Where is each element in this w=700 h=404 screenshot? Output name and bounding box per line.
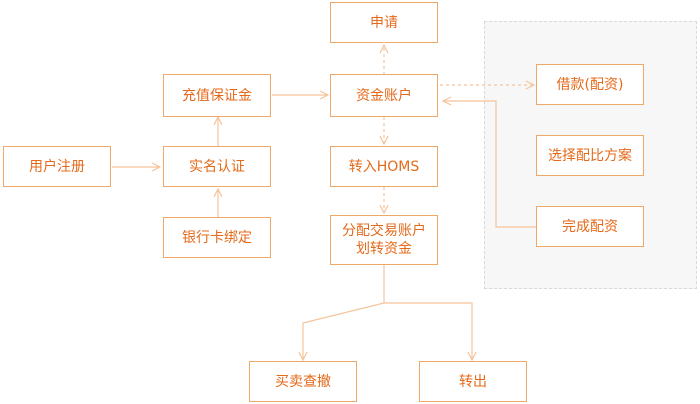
- node-transfer-homs: 转入HOMS: [330, 146, 438, 187]
- node-fund-account: 资金账户: [330, 74, 438, 117]
- arrow-allocate-to-trade: [303, 302, 385, 360]
- node-borrow: 借款(配资): [536, 64, 644, 105]
- node-real-name: 实名认证: [163, 146, 271, 187]
- node-bind-card: 银行卡绑定: [163, 217, 271, 258]
- node-user-register: 用户注册: [3, 146, 111, 187]
- node-deposit-margin: 充值保证金: [163, 74, 271, 117]
- arrow-complete-to-account: [443, 101, 536, 228]
- arrow-allocate-to-transferout: [384, 302, 472, 360]
- node-apply: 申请: [330, 2, 438, 43]
- node-transfer-out: 转出: [419, 361, 527, 402]
- node-allocate: 分配交易账户 划转资金: [330, 215, 438, 265]
- node-complete: 完成配资: [536, 206, 644, 247]
- node-choose-plan: 选择配比方案: [536, 135, 644, 176]
- node-trade: 买卖查撤: [249, 361, 357, 402]
